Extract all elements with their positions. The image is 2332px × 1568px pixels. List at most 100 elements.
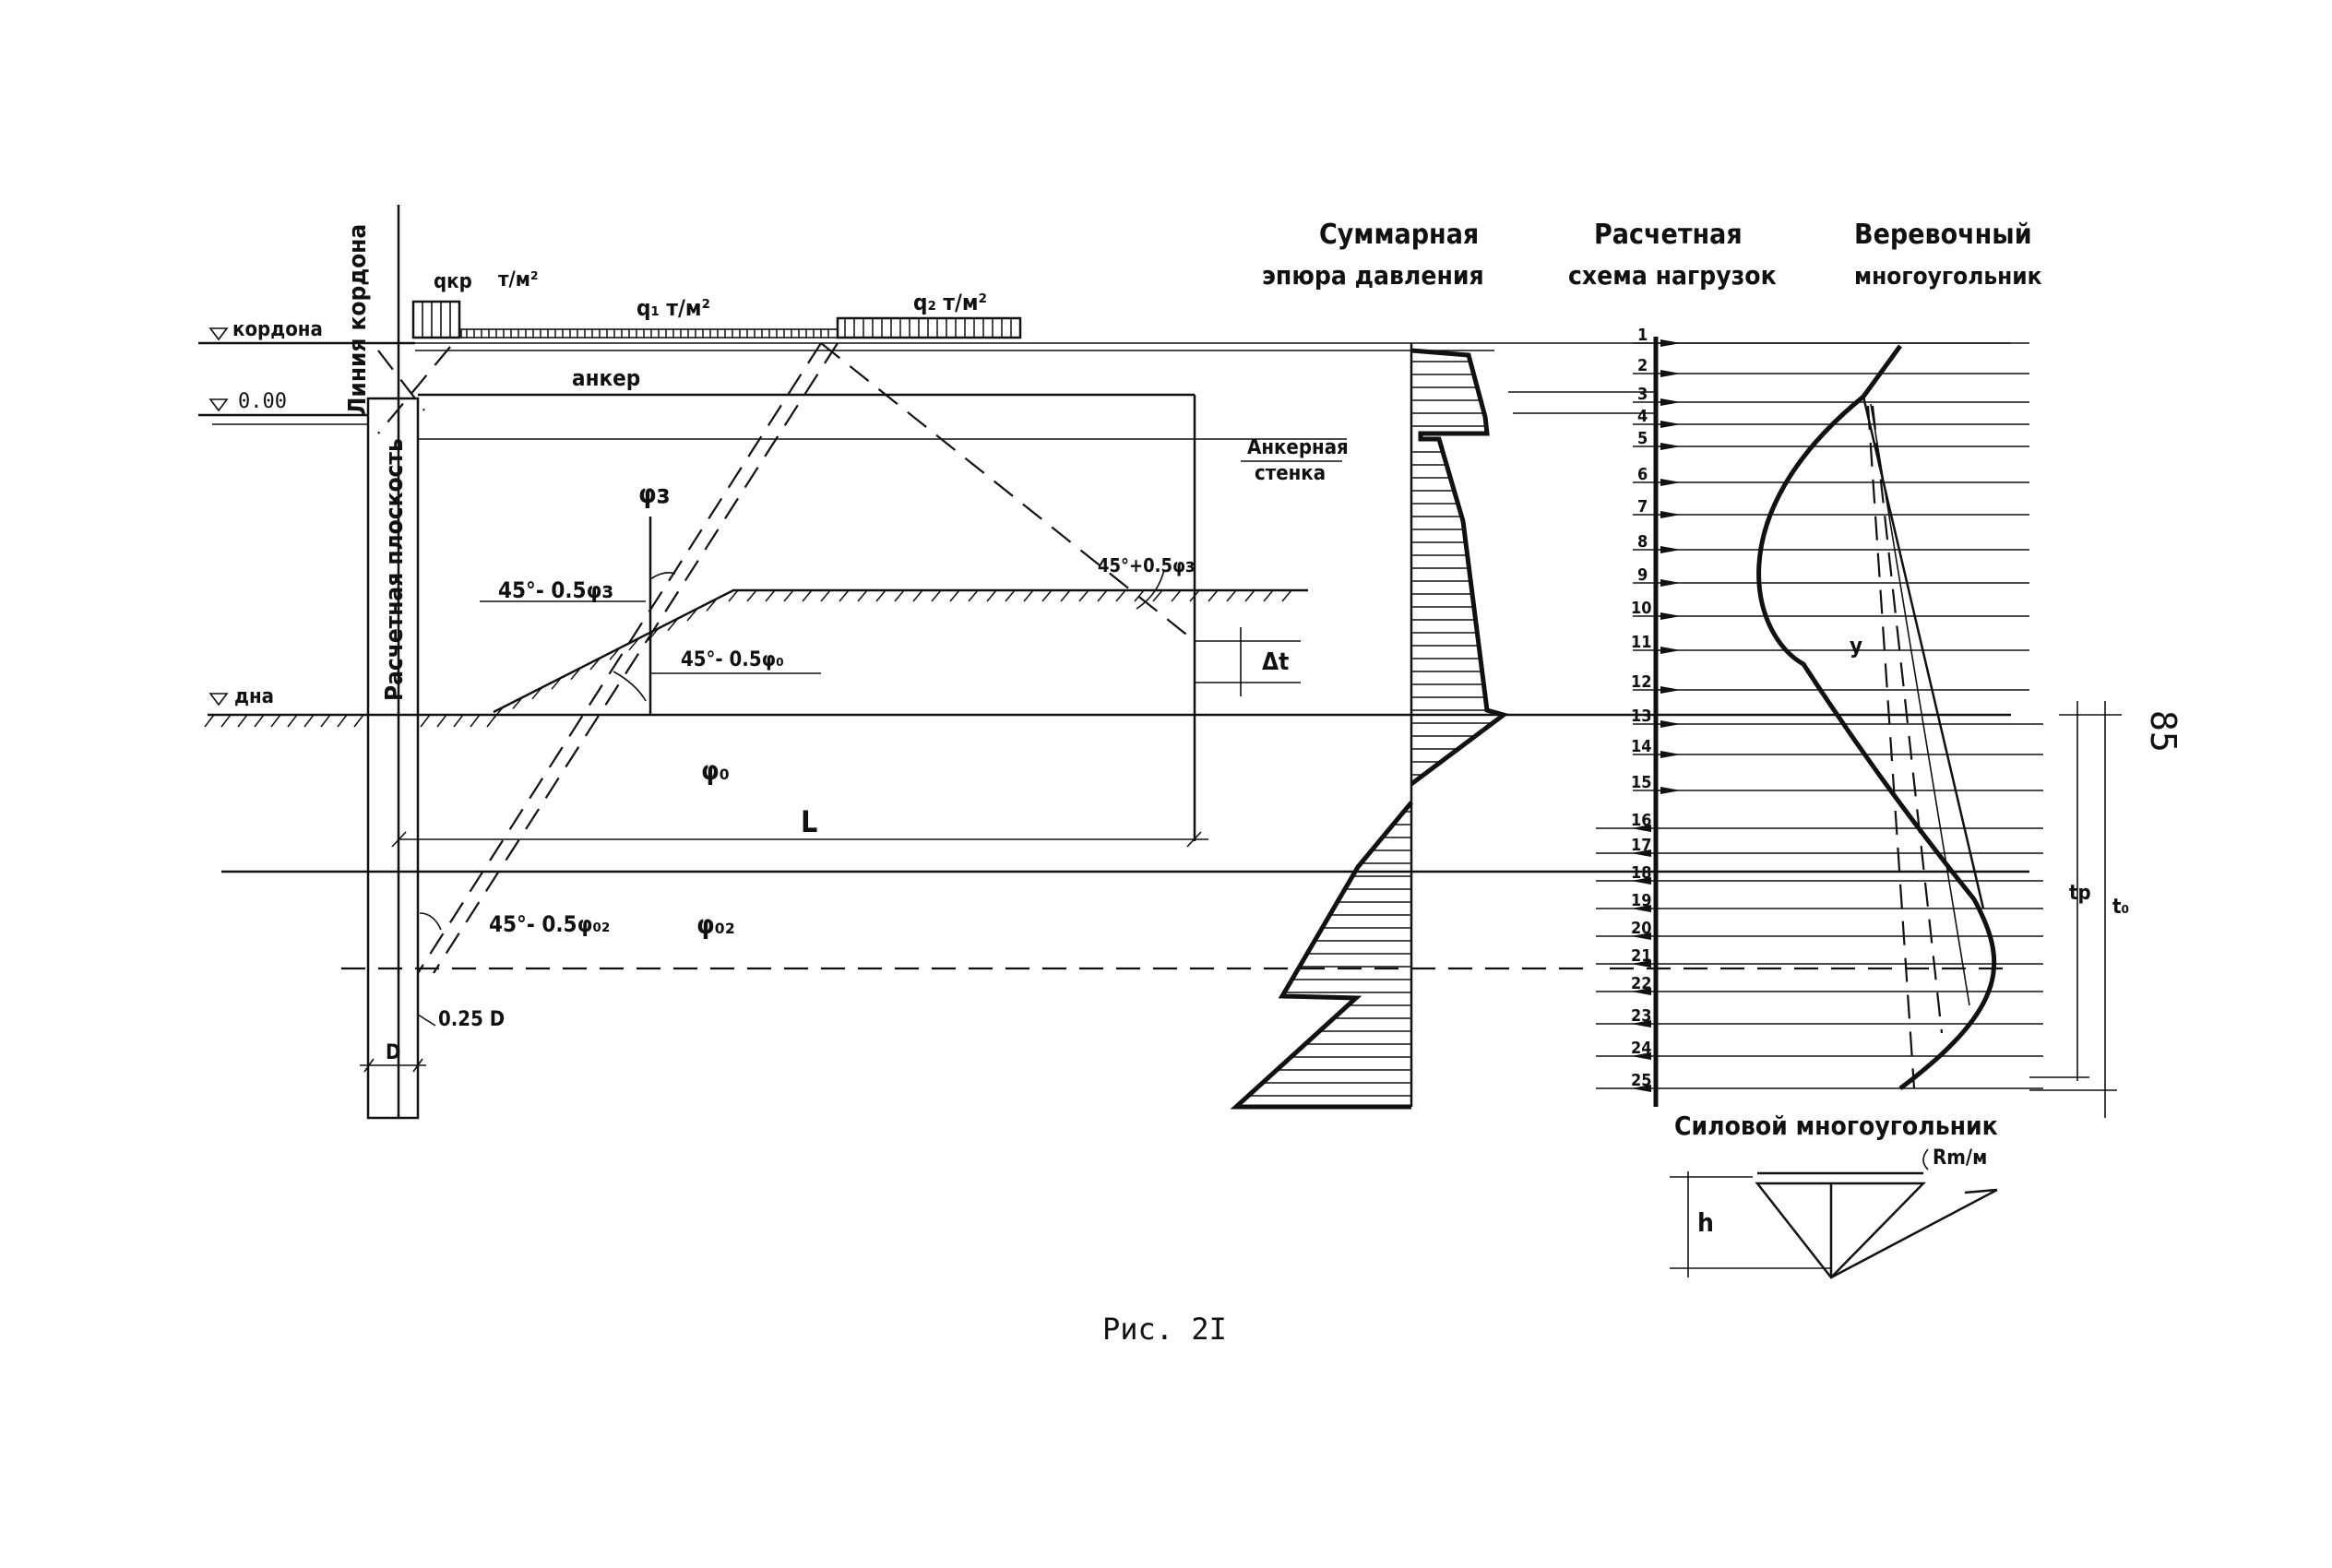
embankment-hatch-tick	[1078, 589, 1089, 602]
load-q2-hatch	[844, 318, 1012, 338]
load-number: 16	[1631, 811, 1652, 830]
embankment-hatch	[493, 589, 1292, 719]
load-arrow	[1660, 751, 1681, 758]
force-polygon: Силовой многоугольник Rm/м h	[1670, 1111, 1998, 1279]
cross-section: кордона 0.00 дна Линия кордона Расчетная…	[198, 205, 2029, 1120]
funicular-curve	[1756, 344, 1997, 1090]
angle-0-arc	[613, 671, 647, 702]
load-number: 2	[1637, 356, 1648, 375]
wedge-line-top	[377, 350, 425, 411]
load-arrow	[1660, 479, 1681, 486]
sheet-pile-wall	[366, 397, 420, 1120]
load-arrow	[1631, 1085, 1651, 1092]
load-number: 23	[1631, 1006, 1652, 1026]
bottom-hatch-tick	[303, 714, 315, 728]
load-number: 11	[1631, 633, 1652, 652]
load-arrow	[1631, 1020, 1651, 1028]
bottom-hatch-tick	[270, 714, 281, 728]
embankment-hatch-tick	[728, 589, 739, 602]
load-arrow	[1660, 720, 1681, 728]
rm-bracket	[1922, 1148, 1929, 1170]
load-number: 22	[1631, 974, 1652, 993]
load-lines: 1234567891011121314151617181920212223242…	[1596, 326, 2043, 1092]
h-label: h	[1697, 1207, 1714, 1238]
slope-hatch-tick	[531, 687, 542, 700]
phi-0-label: φ₀	[701, 755, 730, 786]
zero-level-marker	[208, 398, 229, 412]
bottom-hatch-tick	[420, 714, 431, 728]
load-scheme: Расчетная схема нагрузок 123456789101112…	[1508, 219, 2043, 1107]
load-number: 8	[1637, 532, 1648, 552]
cordon-line-label: Линия кордона	[344, 224, 372, 415]
slope-hatch-tick	[686, 609, 697, 622]
cordon-level-marker	[208, 327, 229, 341]
rm-label: Rm/м	[1933, 1146, 1987, 1170]
slope-hatch-tick	[589, 658, 601, 671]
load-arrow	[1660, 612, 1681, 620]
slope-hatch-tick	[512, 696, 523, 709]
embankment-hatch-tick	[802, 589, 813, 602]
passive-wedge-line	[820, 342, 1196, 642]
slope-hatch-tick	[609, 647, 620, 660]
force-ray-tip	[1964, 1188, 1998, 1194]
cordon-level-label: кордона	[232, 318, 323, 341]
bottom-hatch-tick	[204, 714, 215, 728]
load-number: 17	[1631, 836, 1652, 855]
load-arrow	[1660, 546, 1681, 553]
angle-0-label: 45°- 0.5φ₀	[681, 648, 784, 671]
tp-label: tp	[2069, 882, 2091, 905]
design-plane-label: Расчетная плоскость	[381, 438, 409, 701]
load-number: 15	[1631, 773, 1652, 792]
bottom-hatch-tick	[220, 714, 232, 728]
active-wedge-line-1	[417, 342, 822, 974]
bottom-hatch-tick	[486, 714, 497, 728]
load-number: 6	[1637, 465, 1648, 484]
pressure-hatch	[1248, 361, 1493, 1097]
load-qkr-unit: т/м²	[498, 268, 539, 291]
funicular-header-1: Веревочный	[1854, 219, 2032, 251]
load-number: 19	[1631, 891, 1652, 910]
load-q1	[460, 328, 839, 339]
bottom-hatch-tick	[237, 714, 248, 728]
angle-02-arc	[419, 912, 442, 931]
active-wedge-line-2	[433, 342, 839, 974]
slope-hatch-tick	[570, 668, 581, 681]
funicular-polygon: Веревочный многоугольник y tp t₀	[1756, 219, 2129, 1118]
bottom-level-label: дна	[234, 685, 274, 708]
embankment-hatch-tick	[1281, 589, 1292, 602]
embankment-hatch-tick	[986, 589, 997, 602]
bottom-hatch-tick	[320, 714, 331, 728]
load-arrow	[1660, 647, 1681, 654]
load-number: 20	[1631, 919, 1652, 938]
slope-hatch-tick	[628, 638, 639, 651]
D-tick-right	[412, 1058, 423, 1073]
load-scheme-header-1: Расчетная	[1594, 219, 1743, 251]
load-number: 9	[1637, 565, 1648, 585]
load-number: 25	[1631, 1071, 1652, 1090]
anchor-wall-label-1: Анкерная	[1247, 436, 1349, 459]
load-number: 18	[1631, 863, 1652, 883]
embankment-hatch-tick	[1097, 589, 1108, 602]
figure-caption: Рис. 2I	[1102, 1312, 1227, 1347]
load-arrow	[1660, 579, 1681, 587]
funicular-header-2: многоугольник	[1854, 263, 2042, 291]
bottom-hatch-tick	[254, 714, 265, 728]
page-number: 85	[2143, 710, 2183, 753]
quarter-d-leader	[417, 1014, 436, 1027]
slope-hatch-tick	[706, 599, 717, 612]
load-qkr-label: qкр	[434, 270, 472, 293]
load-arrow	[1631, 1052, 1651, 1060]
embankment-hatch-tick	[894, 589, 905, 602]
load-number: 5	[1637, 429, 1648, 448]
load-number: 13	[1631, 707, 1652, 726]
load-q1-hatch	[466, 329, 829, 338]
force-triangle	[1755, 1182, 1926, 1279]
slope-hatch-tick	[551, 677, 562, 690]
force-ray	[1830, 1188, 1998, 1279]
load-arrow	[1631, 988, 1651, 995]
pressure-header-1: Суммарная	[1319, 219, 1479, 251]
load-arrow	[1660, 398, 1681, 406]
force-polygon-header: Силовой многоугольник	[1674, 1111, 1998, 1141]
load-number: 1	[1637, 326, 1648, 345]
phi-02-label: φ₀₂	[696, 909, 735, 940]
